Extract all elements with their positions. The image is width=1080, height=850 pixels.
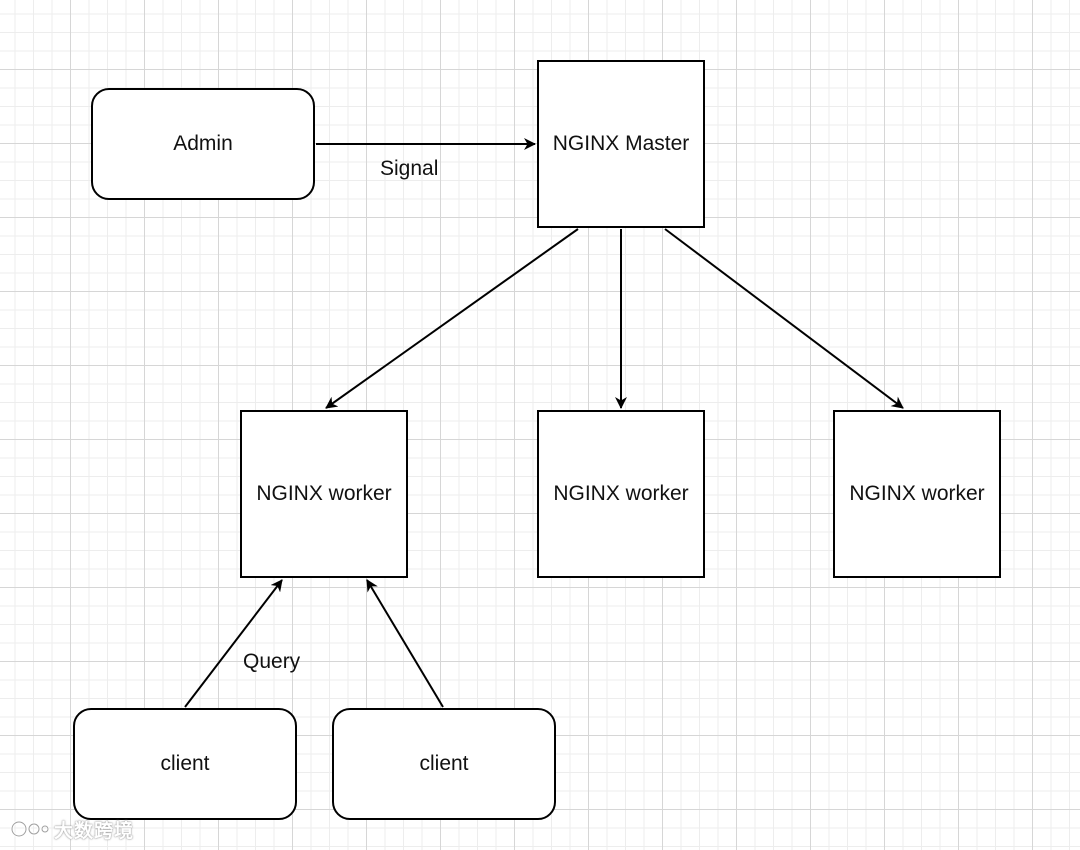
client-1-label: client bbox=[160, 752, 210, 775]
admin-label: Admin bbox=[173, 132, 233, 155]
master-to-worker-3-arrow bbox=[664, 228, 904, 409]
nginx-worker-node-2[interactable]: NGINX worker bbox=[537, 410, 705, 578]
nginx-worker-1-label: NGINX worker bbox=[256, 482, 392, 505]
client-2-label: client bbox=[419, 752, 469, 775]
nginx-worker-node-1[interactable]: NGINX worker bbox=[240, 410, 408, 578]
query-edge-label: Query bbox=[243, 650, 301, 673]
watermark: 大数跨境 bbox=[10, 816, 134, 842]
nginx-worker-node-3[interactable]: NGINX worker bbox=[833, 410, 1001, 578]
nginx-master-label: NGINX Master bbox=[552, 132, 690, 155]
admin-node[interactable]: Admin bbox=[91, 88, 315, 200]
nginx-worker-3-label: NGINX worker bbox=[849, 482, 985, 505]
client-2-query-arrow bbox=[366, 579, 444, 708]
master-to-worker-1-arrow bbox=[325, 228, 579, 409]
client-1-query-arrow bbox=[184, 579, 283, 708]
client-node-1[interactable]: client bbox=[73, 708, 297, 820]
nginx-worker-2-label: NGINX worker bbox=[553, 482, 689, 505]
client-node-2[interactable]: client bbox=[332, 708, 556, 820]
watermark-logo-icon bbox=[10, 820, 50, 838]
watermark-text: 大数跨境 bbox=[54, 820, 135, 842]
nginx-master-node[interactable]: NGINX Master bbox=[537, 60, 705, 228]
signal-edge-label: Signal bbox=[380, 157, 439, 180]
